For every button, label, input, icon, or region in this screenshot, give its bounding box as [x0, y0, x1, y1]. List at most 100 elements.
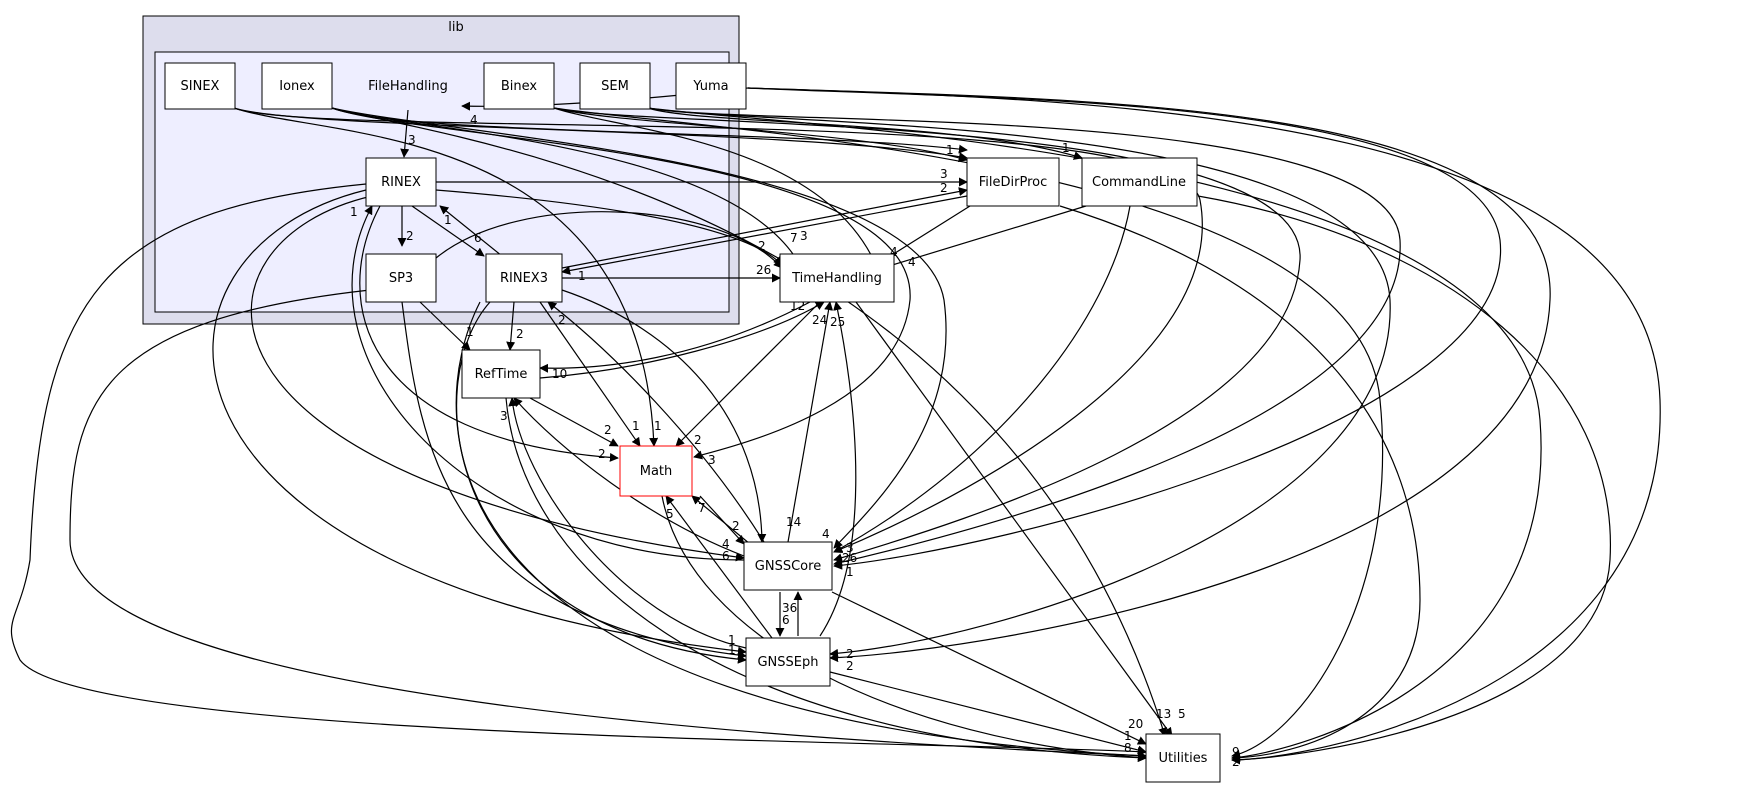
edge-rinex3-math [539, 301, 641, 447]
edge-label-fdp-in: 1 [946, 143, 954, 157]
edge-cl-gc [833, 205, 1131, 553]
edge-label-rinex-rinex3: 1 [444, 213, 452, 227]
edge-label-ge-in-2b: 2 [846, 659, 854, 673]
edge-label-rinex-fdp: 3 [940, 167, 948, 181]
node-sp3[interactable]: SP3 [365, 253, 437, 303]
node-sem-label: SEM [601, 79, 629, 94]
edge-sp3-ut [69, 289, 1147, 761]
node-timehandling-label: TimeHandling [791, 271, 882, 286]
edge-label-gc-rinex3: 2 [558, 313, 566, 327]
edge-label-binex-th: 4 [908, 255, 916, 269]
edge-filehandling-rinex [400, 109, 410, 158]
edge-yuma-ut [747, 87, 1661, 765]
edge-label-ionex-th: 3 [800, 229, 808, 243]
edge-binex-ut [553, 107, 1384, 759]
edge-label-gc-math: 2 [694, 433, 702, 447]
node-reftime[interactable]: RefTime [461, 349, 541, 399]
edge-rinex3-ut [455, 301, 1147, 761]
node-math[interactable]: Math [619, 445, 693, 497]
edge-fdp-rinex3 [561, 195, 968, 275]
edge-label-ge-in-1: 1 [728, 633, 736, 647]
edge-math-gc [699, 495, 745, 545]
edge-rinex3-gc [561, 289, 767, 543]
edge-label-rinex-in: 1 [350, 205, 358, 219]
edge-ge-math [665, 495, 773, 639]
edge-rinex3-reftime [506, 301, 516, 351]
edge-label-rinex-th: 7 [790, 231, 798, 245]
edge-rinex3-fdp [561, 187, 968, 269]
edge-th-ut [855, 301, 1173, 737]
edge-label-sp3-reftime: 1 [466, 325, 474, 339]
node-rinex3-label: RINEX3 [500, 271, 548, 286]
edge-label-reftime-th: 10 [552, 367, 567, 381]
node-gnsseph-label: GNSSEph [757, 655, 818, 670]
edge-ionex-ut [331, 107, 1167, 737]
edge-yuma-ge [747, 87, 1551, 663]
node-sem[interactable]: SEM [579, 62, 651, 110]
edge-reftime-math [529, 397, 619, 447]
edge-label-math-in-7: 7 [698, 501, 706, 515]
edge-label-rinex-fdp-b: 2 [940, 181, 948, 195]
edge-label-gc-in-26: 26 [842, 551, 857, 565]
node-gnsscore[interactable]: GNSSCore [743, 541, 833, 591]
edge-th-reftime [539, 301, 811, 373]
edge-label-ut-in-5: 5 [1178, 707, 1186, 721]
edge-label-th-in-b: 25 [830, 315, 845, 329]
edge-label-gc-in-6: 6 [722, 549, 730, 563]
edge-cl-ut [1197, 195, 1611, 765]
edge-label-gc-reftime: 3 [500, 409, 508, 423]
edge-label-cl-in: 1 [1062, 141, 1070, 155]
edge-reftime-ut [505, 397, 1147, 763]
edge-label-gc-in-3: 3 [846, 541, 854, 555]
edge-sem-cl [647, 107, 1083, 160]
edge-rinex3-rinex [439, 205, 503, 257]
edge-gc-th [787, 301, 834, 543]
node-yuma[interactable]: Yuma [675, 62, 747, 110]
edge-label-ut-in-20: 20 [1128, 717, 1143, 731]
edge-label-ionex-math: 1 [654, 419, 662, 433]
node-yuma-label: Yuma [692, 79, 728, 94]
edge-label-gnsseph-gc: 6 [782, 613, 790, 627]
node-filedirproc[interactable]: FileDirProc [966, 157, 1060, 207]
edge-label-fh-in: 4 [470, 113, 478, 127]
edge-label-fh-rinex: 3 [408, 133, 416, 147]
edges [10, 87, 1661, 765]
node-sinex[interactable]: SINEX [164, 62, 236, 110]
edge-label-ut-in-8: 8 [1124, 741, 1132, 755]
edge-cl-th [875, 205, 1087, 272]
edge-label-rinex-sp3: 2 [406, 229, 414, 243]
edge-gc-rinex3 [547, 301, 765, 543]
node-utilities[interactable]: Utilities [1145, 733, 1221, 783]
edge-ionex-gc [331, 107, 947, 549]
node-gnsseph[interactable]: GNSSEph [745, 637, 831, 687]
edge-label-gc-in-1: 1 [846, 565, 854, 579]
node-binex[interactable]: Binex [483, 62, 555, 110]
node-gnsscore-label: GNSSCore [755, 559, 821, 574]
node-sp3-label: SP3 [389, 271, 413, 286]
node-ionex[interactable]: Ionex [261, 62, 333, 110]
edge-rinex-ut [10, 183, 1147, 757]
node-filedirproc-label: FileDirProc [979, 175, 1048, 190]
edge-binex-th [553, 107, 877, 266]
edge-label-gc-in-2: 2 [732, 519, 740, 533]
edge-label-ut-in-2: 2 [1232, 755, 1240, 769]
edge-label-th-in-a: 24 [812, 313, 827, 327]
node-rinex[interactable]: RINEX [365, 157, 437, 207]
edge-ge-ut [829, 671, 1147, 755]
edge-label-math-in-3: 3 [708, 453, 716, 467]
edge-rinex-rinex3 [411, 205, 485, 257]
edge-label-sp3-th: 2 [758, 239, 766, 253]
node-rinex3[interactable]: RINEX3 [485, 253, 563, 303]
edge-label-ut-in-9: 9 [1232, 745, 1240, 759]
node-commandline[interactable]: CommandLine [1081, 157, 1198, 207]
edge-label-ge-in-2: 2 [846, 647, 854, 661]
edge-label-ut-in-13: 13 [1156, 707, 1171, 721]
edge-label-gc-in-4b: 4 [722, 537, 730, 551]
node-timehandling[interactable]: TimeHandling [779, 253, 895, 303]
edge-gc-ut [831, 591, 1147, 745]
edge-label-gc-gnsseph: 36 [782, 601, 797, 615]
edge-sinex-math [233, 107, 659, 447]
edge-label-rinex3-rinex: 6 [474, 231, 482, 245]
edge-rinex-ge [212, 189, 747, 656]
